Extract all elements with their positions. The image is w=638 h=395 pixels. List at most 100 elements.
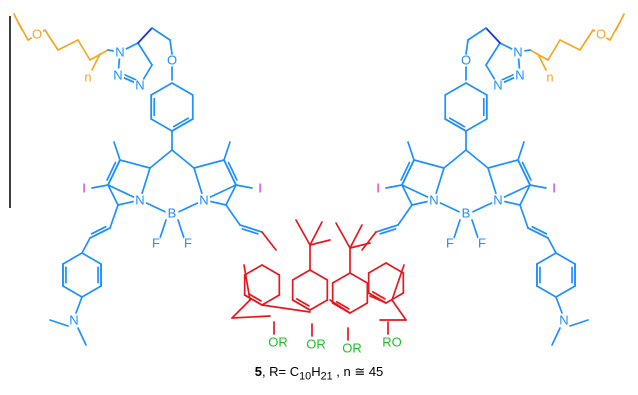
vinyl-double-bond [375, 224, 399, 233]
compound-number: 5 [254, 364, 262, 379]
c-n-bond [75, 296, 83, 314]
atom-knockout [371, 181, 385, 195]
atom-knockout [459, 53, 473, 67]
atom-knockout [253, 181, 267, 195]
atom-knockout [149, 236, 163, 250]
phenyl-ring [465, 118, 488, 132]
atom-knockout [81, 70, 95, 84]
alkoxy-label: OR [306, 337, 326, 352]
phenyl-ring [150, 82, 173, 96]
bodipy-n-left-label: N [493, 193, 502, 208]
calixarene-bridge [243, 264, 251, 301]
dimethylaminophenyl-ring [62, 285, 83, 298]
atom-knockout [475, 236, 489, 250]
methyl-bond [223, 141, 231, 161]
alkoxy-label: OR [342, 341, 362, 356]
boron-label: B [462, 206, 471, 221]
peg-bracket [91, 53, 101, 71]
atom-knockout [459, 206, 473, 220]
atom-knockout [133, 78, 147, 92]
triazole-ring [485, 42, 501, 66]
pyrrole-double-bond [223, 159, 237, 186]
peg-oxygen-label: O [596, 27, 606, 42]
atom-knockout [547, 181, 561, 195]
phenyl-ring [171, 82, 194, 96]
fluorine-label: F [152, 236, 160, 251]
calixarene-bridge [391, 299, 407, 321]
compound-caption: 5, R= C10H21 , n ≅ 45 [0, 364, 638, 383]
pyrrole-right [413, 159, 445, 169]
vinyl-bond [225, 204, 241, 226]
pyrrole-left [149, 149, 173, 169]
vinyl-double-bond [241, 228, 259, 235]
r-prefix: , R= [261, 364, 290, 379]
atom-knockout [111, 68, 125, 82]
peg-chain [547, 39, 561, 61]
pyrrole-bond [401, 184, 413, 206]
atom-knockout [557, 313, 571, 327]
tbutyl-bond [335, 222, 351, 249]
vinyl-double-bond [527, 227, 549, 239]
peg-chain [579, 29, 594, 51]
calixarene-aryl-ring [331, 272, 351, 284]
calixarene-bridge [369, 295, 387, 304]
iodine-left-label: I [82, 181, 86, 196]
c-n-bond [555, 296, 563, 314]
boron-label: B [168, 206, 177, 221]
tbutyl-bond [295, 219, 311, 246]
calixarene-aryl-ring [349, 302, 369, 314]
fluorine-label: F [478, 236, 486, 251]
atom-knockout [67, 313, 81, 327]
amine-n-label: N [69, 313, 78, 328]
triazole-n2-label: N [113, 68, 122, 83]
peg-repeat-n-label: n [84, 70, 91, 85]
iodine-left-label: I [552, 181, 556, 196]
calixarene-aryl-ring [367, 262, 387, 274]
pyrrole-left [119, 159, 151, 169]
tbutyl-bond [349, 242, 371, 249]
methylene-bond [137, 27, 153, 44]
atom-knockout [594, 27, 608, 41]
triazole-n2-label: N [515, 68, 524, 83]
atom-knockout [197, 193, 211, 207]
vinyl-double-bond [90, 225, 107, 235]
atom-knockout [165, 206, 179, 220]
bodipy-n-right-label: N [429, 193, 438, 208]
atom-knockout [543, 70, 557, 84]
triazole-n1-label: N [513, 45, 522, 60]
vinyl-calix-bond [361, 231, 377, 251]
bodipy-n-right-label: N [199, 193, 208, 208]
atom-knockout [113, 45, 127, 59]
alkoxy-label: RO [382, 335, 402, 350]
peg-repeat-n-label: n [546, 70, 553, 85]
calixarene-bridge [329, 299, 351, 314]
vinyl-calix-bond [261, 231, 277, 251]
phenyl-ring [150, 118, 173, 132]
c-i-bond [91, 184, 109, 189]
triazole-n3-label: N [135, 78, 144, 93]
dimethylaminophenyl-ring [555, 285, 576, 298]
peg-chain [44, 29, 59, 51]
c-i-bond [529, 184, 547, 189]
peg-chain [559, 39, 581, 51]
n-methyl-bond [49, 319, 69, 327]
calixarene-double-bond [371, 291, 386, 300]
calixarene-aryl-ring [385, 262, 405, 274]
ether-bond [467, 27, 487, 41]
calixarene-aryl-ring [243, 264, 263, 276]
calixarene-bridge [261, 304, 311, 313]
calixarene-aryl-ring [291, 269, 311, 281]
calixarene-double-bond [243, 294, 263, 306]
calixarene-aryl-ring [261, 264, 281, 276]
vinyl-double-bond [239, 224, 263, 233]
pyrrole-double-bond [400, 161, 411, 181]
iodine-right-label: I [376, 181, 380, 196]
pyrrole-right [443, 149, 467, 169]
r-group-c: C [289, 364, 300, 379]
methyl-bond [113, 141, 121, 161]
n-methyl-bond [569, 319, 589, 327]
phenoxy-oxygen-label: O [461, 53, 471, 68]
